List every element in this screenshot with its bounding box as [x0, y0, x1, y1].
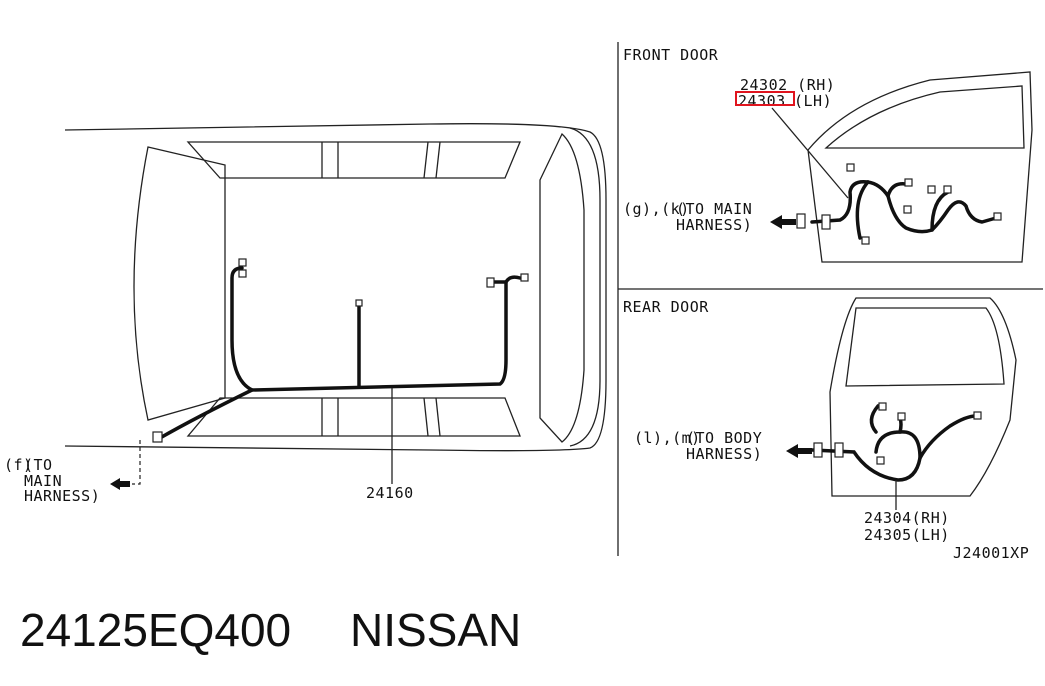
diagram-code: J24001XP — [953, 544, 1029, 562]
rear-door-harness-wire — [786, 402, 982, 510]
left-main-label: MAIN — [24, 472, 62, 490]
front-connector-ref: (g),(k) — [623, 200, 690, 218]
front-part-lh-number: 24303 — [738, 92, 786, 110]
highlight-box — [735, 91, 795, 106]
front-door-title: FRONT DOOR — [623, 46, 719, 64]
front-part-rh: 24302 (RH) — [740, 76, 835, 94]
rear-connector-ref: (l),(m) — [634, 429, 701, 447]
left-connector-ref: (f) — [4, 456, 33, 474]
rear-harness-label: HARNESS) — [686, 445, 762, 463]
front-to-main-label: (TO MAIN — [676, 200, 752, 218]
front-part-lh-suffix: (LH) — [794, 92, 832, 110]
roof-harness-wire — [110, 258, 529, 490]
front-harness-label: HARNESS) — [676, 216, 752, 234]
left-harness-label: HARNESS) — [24, 487, 100, 505]
vehicle-body-outline — [64, 123, 607, 452]
left-to-label: (TO — [24, 456, 53, 474]
rear-door-title: REAR DOOR — [623, 298, 709, 316]
rear-door-outline — [829, 297, 1017, 497]
rear-to-body-label: (TO BODY — [686, 429, 762, 447]
front-door-outline — [807, 71, 1033, 263]
roof-part-number: 24160 — [366, 484, 414, 502]
brand-name: NISSAN — [350, 604, 521, 656]
rear-part-lh: 24305(LH) — [864, 526, 950, 544]
part-number: 24125EQ400 — [20, 604, 291, 656]
rear-part-rh: 24304(RH) — [864, 509, 950, 527]
front-door-harness-wire — [770, 107, 1002, 245]
